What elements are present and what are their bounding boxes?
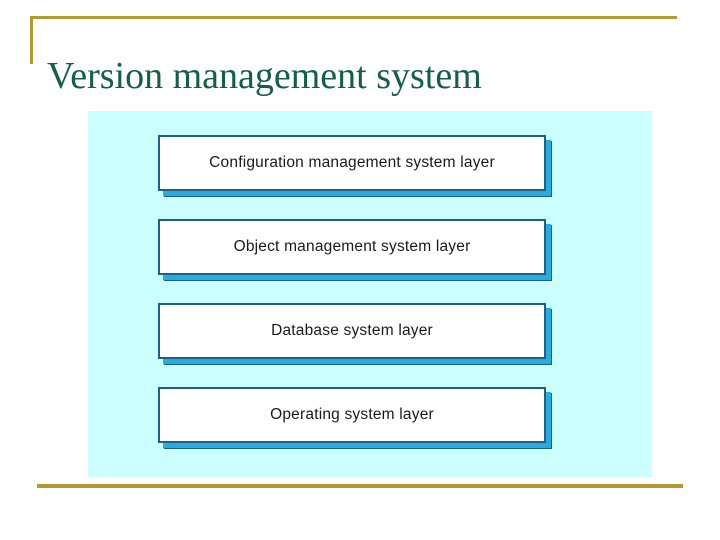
diagram-background: Configuration management system layer Ob…: [88, 111, 652, 477]
layer-box-database-system: Database system layer: [158, 303, 546, 359]
layer-box-label: Database system layer: [271, 322, 433, 339]
header-rule: [30, 16, 677, 19]
slide-title: Version management system: [47, 55, 482, 98]
layer-box-operating-system: Operating system layer: [158, 387, 546, 443]
layer-box-label: Configuration management system layer: [209, 154, 495, 171]
layer-box-label: Operating system layer: [270, 406, 434, 423]
layer-box-configuration-management: Configuration management system layer: [158, 135, 546, 191]
footer-rule: [37, 484, 683, 488]
layer-box-object-management: Object management system layer: [158, 219, 546, 275]
layer-box-label: Object management system layer: [233, 238, 471, 255]
header-rule-vertical-tick: [30, 16, 33, 64]
